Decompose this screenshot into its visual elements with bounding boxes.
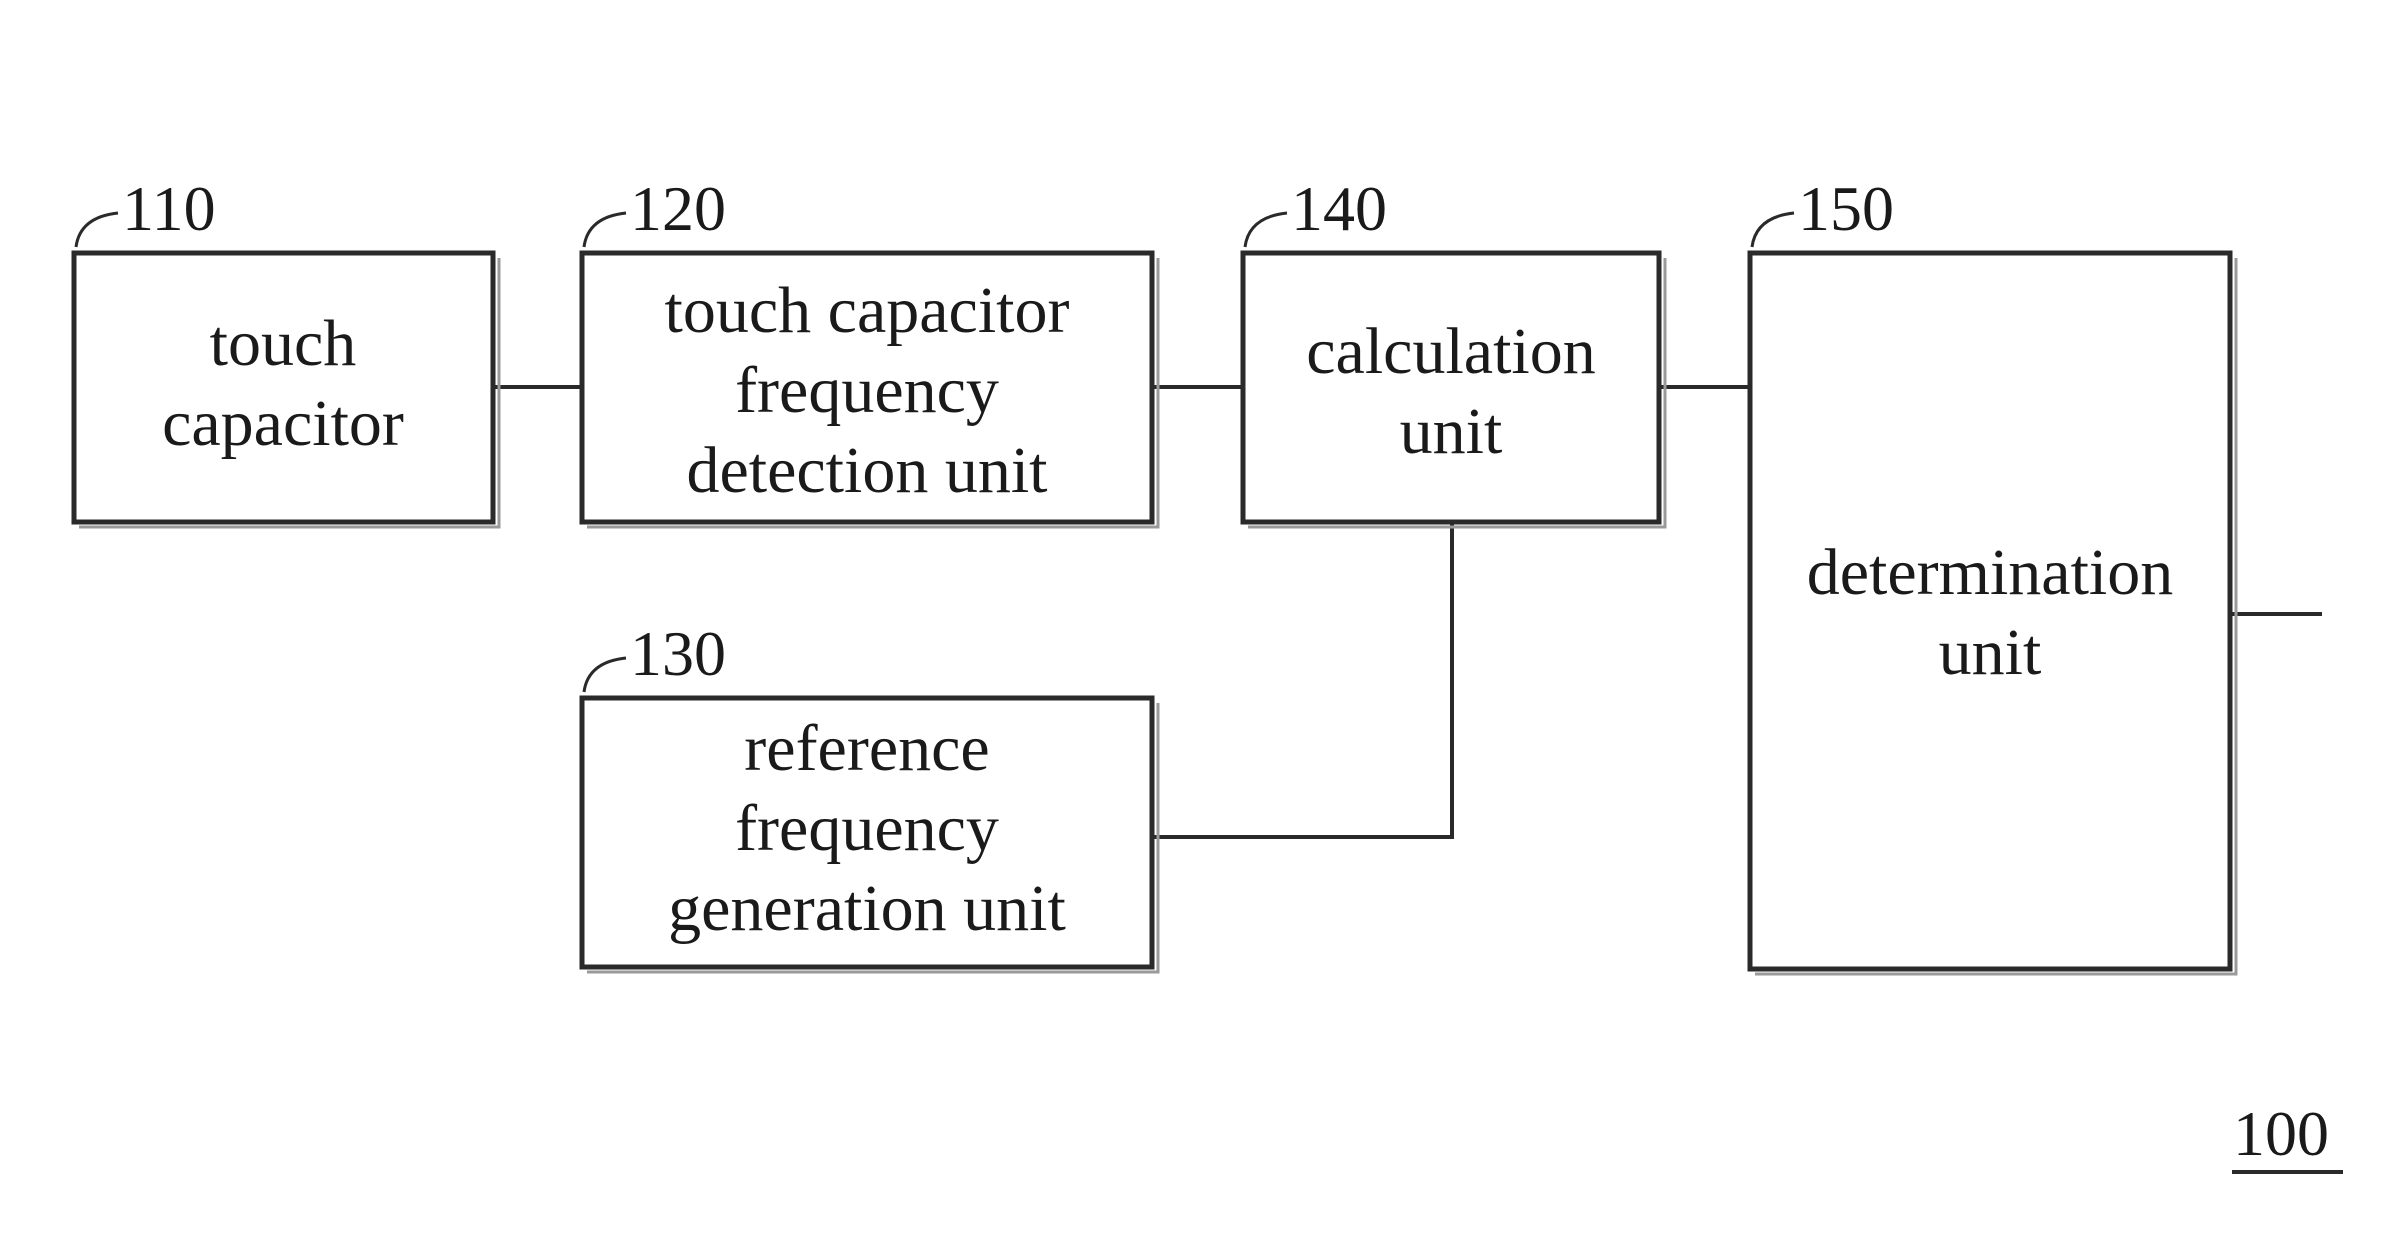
block-label-line: reference (744, 712, 989, 785)
leader-140 (1245, 213, 1287, 247)
ref-numeral-150: 150 (1798, 173, 1894, 244)
block-label-line: detection unit (686, 434, 1047, 507)
block-label-line: frequency (735, 354, 999, 427)
block-label-line: calculation (1306, 315, 1596, 388)
ref-numeral-110: 110 (122, 173, 216, 244)
block-label-line: touch (210, 307, 357, 380)
wire-130-140 (1152, 524, 1452, 837)
block-determination-unit: determination unit (1750, 253, 2236, 974)
ref-numeral-140: 140 (1291, 173, 1387, 244)
block-label-line: capacitor (162, 387, 404, 460)
leader-120 (584, 213, 626, 247)
block-touch-capacitor: touch capacitor (74, 253, 499, 527)
block-label-line: frequency (735, 792, 999, 865)
block-touch-capacitor-frequency-detection-unit: touch capacitor frequency detection unit (582, 253, 1158, 527)
leader-150 (1752, 213, 1794, 247)
block-label-line: unit (1939, 616, 2042, 689)
block-label-line: touch capacitor (665, 274, 1070, 347)
ref-numeral-120: 120 (630, 173, 726, 244)
leader-110 (76, 213, 118, 247)
block-reference-frequency-generation-unit: reference frequency generation unit (582, 698, 1158, 972)
leader-130 (584, 658, 626, 692)
block-label-line: generation unit (668, 872, 1066, 945)
block-calculation-unit: calculation unit (1243, 253, 1665, 527)
figure-ref-numeral: 100 (2233, 1098, 2329, 1169)
block-label-line: determination (1807, 536, 2174, 609)
block-label-line: unit (1400, 395, 1503, 468)
ref-numeral-130: 130 (630, 618, 726, 689)
